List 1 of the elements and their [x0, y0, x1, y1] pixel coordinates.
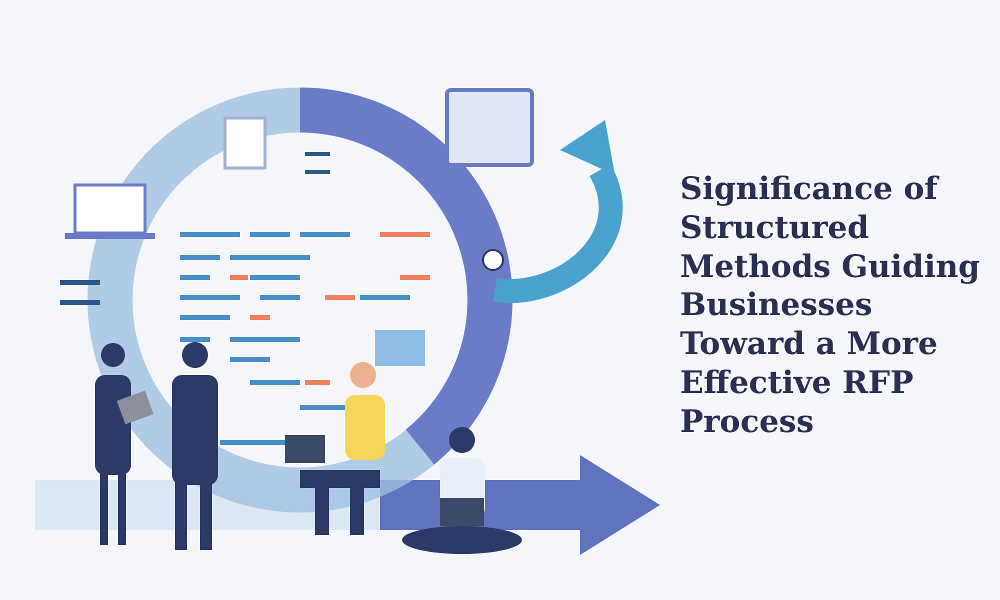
title: Significance of Structured Methods Guiding Businesses Toward a More Effective RFP Process [680, 170, 980, 442]
